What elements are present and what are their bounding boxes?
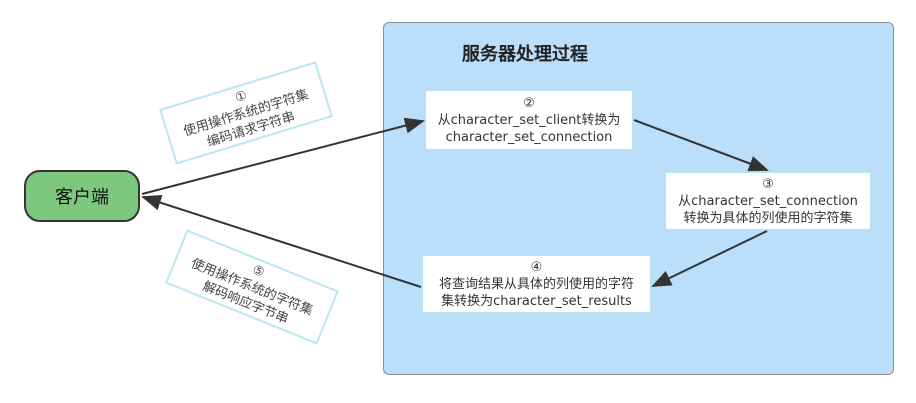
step-line: character_set_connection — [445, 129, 613, 145]
step-line: 转换为具体的列使用的字符集 — [683, 210, 853, 226]
step-line: 从character_set_client转换为 — [437, 112, 621, 128]
arrow-step4-to-client — [141, 194, 422, 288]
arrow-step2-to-step3 — [633, 119, 769, 172]
client-node[interactable]: 客户端 — [24, 170, 140, 222]
step-num: ④ — [530, 259, 543, 275]
step-4-box[interactable]: ④ 将查询结果从具体的列使用的字符 集转换为character_set_resu… — [422, 255, 651, 313]
step-line: 将查询结果从具体的列使用的字符 — [438, 276, 634, 292]
arrow-client-to-step2 — [141, 117, 425, 195]
step-num: ② — [523, 95, 535, 111]
step-num: ③ — [762, 176, 774, 192]
arrow-step3-to-step4 — [651, 230, 768, 287]
step-2-box[interactable]: ② 从character_set_client转换为 character_set… — [425, 90, 633, 150]
step-line: 从character_set_connection — [678, 193, 858, 209]
step-3-box[interactable]: ③ 从character_set_connection 转换为具体的列使用的字符… — [665, 172, 871, 230]
server-title: 服务器处理过程 — [462, 44, 588, 65]
client-label: 客户端 — [55, 187, 109, 208]
step-line: 集转换为character_set_results — [441, 293, 632, 309]
